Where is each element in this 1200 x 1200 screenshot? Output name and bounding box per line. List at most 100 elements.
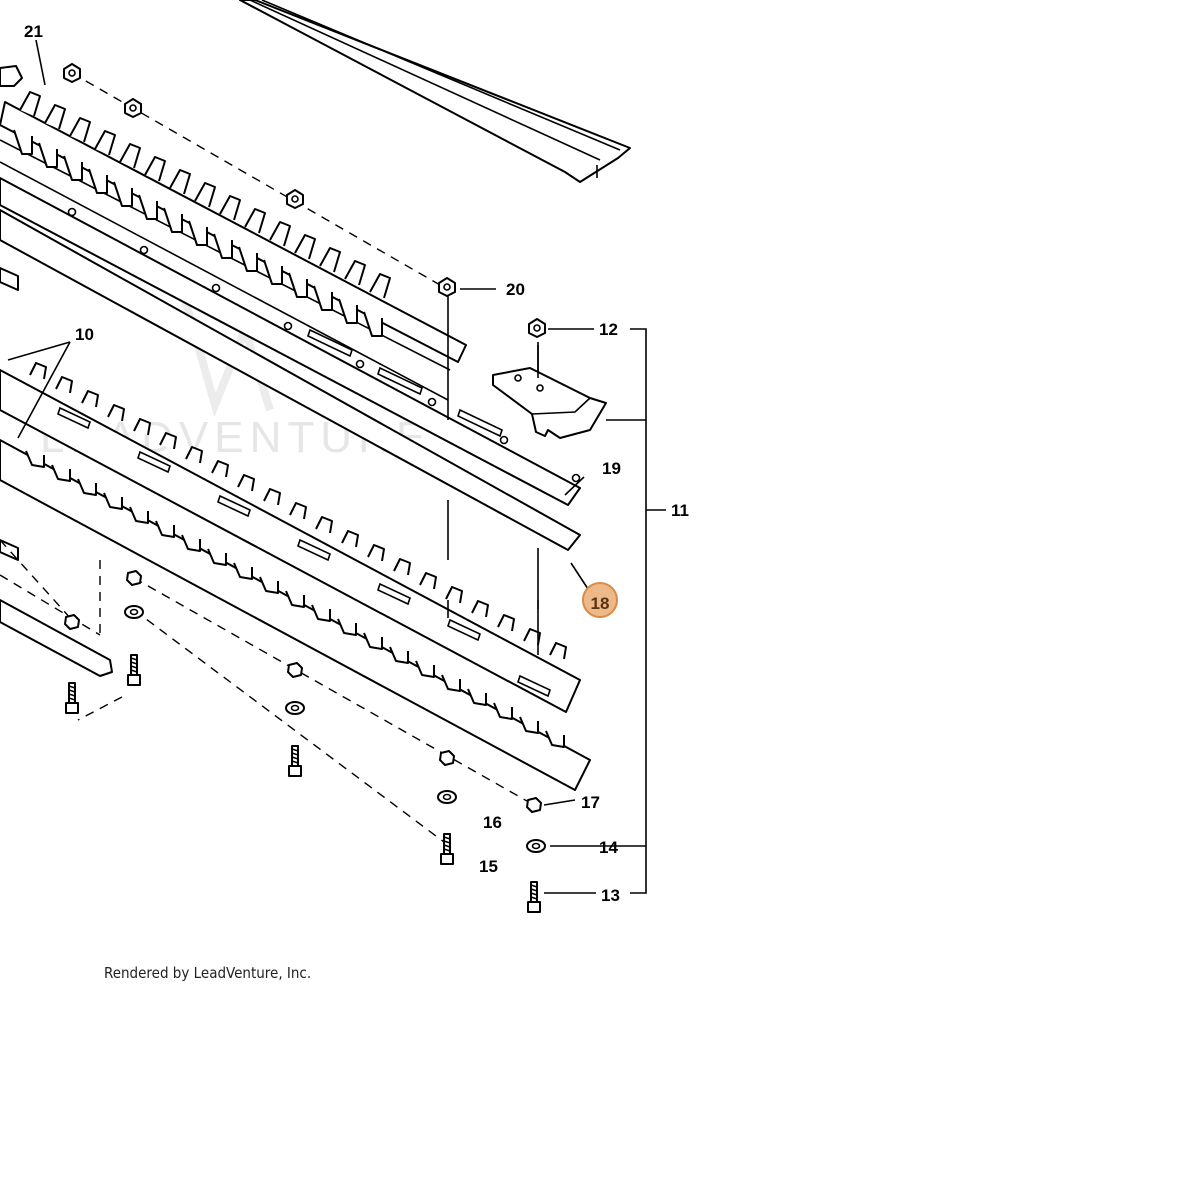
blade-tooth	[337, 618, 357, 636]
bar-hole	[283, 321, 293, 331]
blade-tooth	[285, 590, 305, 608]
bar-hole	[355, 359, 365, 369]
screw-thread	[130, 661, 138, 665]
highlight-marker[interactable]	[582, 582, 618, 618]
callout-19[interactable]: 19	[602, 459, 621, 478]
blade-guard-rail	[239, 0, 631, 183]
washer-hole	[442, 793, 452, 801]
guide-bar-holes	[67, 207, 581, 483]
blade-tooth	[159, 432, 177, 450]
guide-bar-19	[0, 177, 581, 551]
blade-tooth	[13, 129, 33, 155]
blade-tooth	[369, 273, 391, 299]
upper-blade-teeth	[13, 91, 391, 337]
insert	[64, 614, 80, 630]
bar-hole	[211, 283, 221, 293]
blade-tooth	[289, 502, 307, 520]
screw-thread	[443, 844, 451, 848]
blade-tooth	[523, 628, 541, 646]
blade-tooth	[338, 298, 358, 324]
screw-thread	[68, 693, 76, 697]
sliding-inserts-17	[64, 570, 542, 813]
blade-tooth	[545, 730, 565, 748]
screw-thread	[291, 756, 299, 760]
blade-tooth	[313, 285, 333, 311]
screw-head	[127, 674, 141, 686]
washer	[124, 605, 144, 619]
callout-15[interactable]: 15	[479, 857, 498, 876]
blade-end-fitting	[0, 65, 23, 87]
blade-tooth	[319, 247, 341, 273]
screw-thread	[530, 888, 538, 892]
nut	[286, 189, 304, 209]
blade-tooth	[344, 260, 366, 286]
left-bracket-upper	[0, 267, 19, 291]
blade-tooth	[144, 156, 166, 182]
blade-tooth	[169, 169, 191, 195]
blade-tooth	[81, 390, 99, 408]
screw-thread	[130, 669, 138, 673]
screws	[65, 654, 541, 913]
nut-hole	[291, 195, 299, 203]
nut	[124, 98, 142, 118]
bar-slot	[377, 366, 423, 396]
blade-tooth	[133, 418, 151, 436]
blade-tooth	[519, 716, 539, 734]
leader-lines	[7, 39, 666, 894]
blade-tooth	[237, 474, 255, 492]
blade-tooth	[188, 220, 208, 246]
blade-tooth	[288, 272, 308, 298]
blade-tooth	[471, 600, 489, 618]
screw-head	[288, 765, 302, 777]
callout-14[interactable]: 14	[599, 838, 618, 857]
blade-tooth	[207, 548, 227, 566]
nut	[63, 63, 81, 83]
blade-tooth	[441, 674, 461, 692]
washer	[437, 790, 457, 804]
blade-tooth	[467, 688, 487, 706]
blade-tooth	[497, 614, 515, 632]
nuts-20	[63, 63, 456, 297]
screw-thread	[530, 896, 538, 900]
callout-18[interactable]: 18	[591, 594, 610, 613]
callout-18-highlight[interactable]: 18	[582, 582, 618, 618]
blade-tooth	[367, 544, 385, 562]
blade-tooth	[185, 446, 203, 464]
blade-tooth	[269, 221, 291, 247]
blade-slot	[297, 538, 331, 562]
washer-hole	[290, 704, 300, 712]
screw-thread	[130, 657, 138, 661]
bar-hole	[427, 397, 437, 407]
screw-thread	[291, 760, 299, 764]
washer-hole	[129, 608, 139, 616]
blade-tooth	[263, 259, 283, 285]
callout-10[interactable]: 10	[75, 325, 94, 344]
callout-17[interactable]: 17	[581, 793, 600, 812]
callout-20[interactable]: 20	[506, 280, 525, 299]
bar-hole	[139, 245, 149, 255]
callout-16[interactable]: 16	[483, 813, 502, 832]
blade-tooth	[55, 376, 73, 394]
nut-12	[528, 318, 546, 338]
screw-thread	[291, 752, 299, 756]
blade-tooth	[19, 91, 41, 117]
blade-tooth	[238, 246, 258, 272]
blade-tooth	[163, 207, 183, 233]
callout-21[interactable]: 21	[24, 22, 43, 41]
clamp-plate	[492, 342, 607, 439]
callout-13[interactable]: 13	[601, 886, 620, 905]
blade-tooth	[113, 181, 133, 207]
blade-slot	[57, 406, 91, 430]
blade-tooth	[69, 117, 91, 143]
blade-tooth	[29, 362, 47, 380]
screw-thread	[68, 697, 76, 701]
callout-12[interactable]: 12	[599, 320, 618, 339]
screw-thread	[130, 665, 138, 669]
washer	[285, 701, 305, 715]
blade-slot	[217, 494, 251, 518]
blade-tooth	[233, 562, 253, 580]
blade-tooth	[25, 450, 45, 468]
nut-hole	[68, 69, 76, 77]
screw-thread	[443, 840, 451, 844]
callout-11[interactable]: 11	[671, 501, 689, 520]
